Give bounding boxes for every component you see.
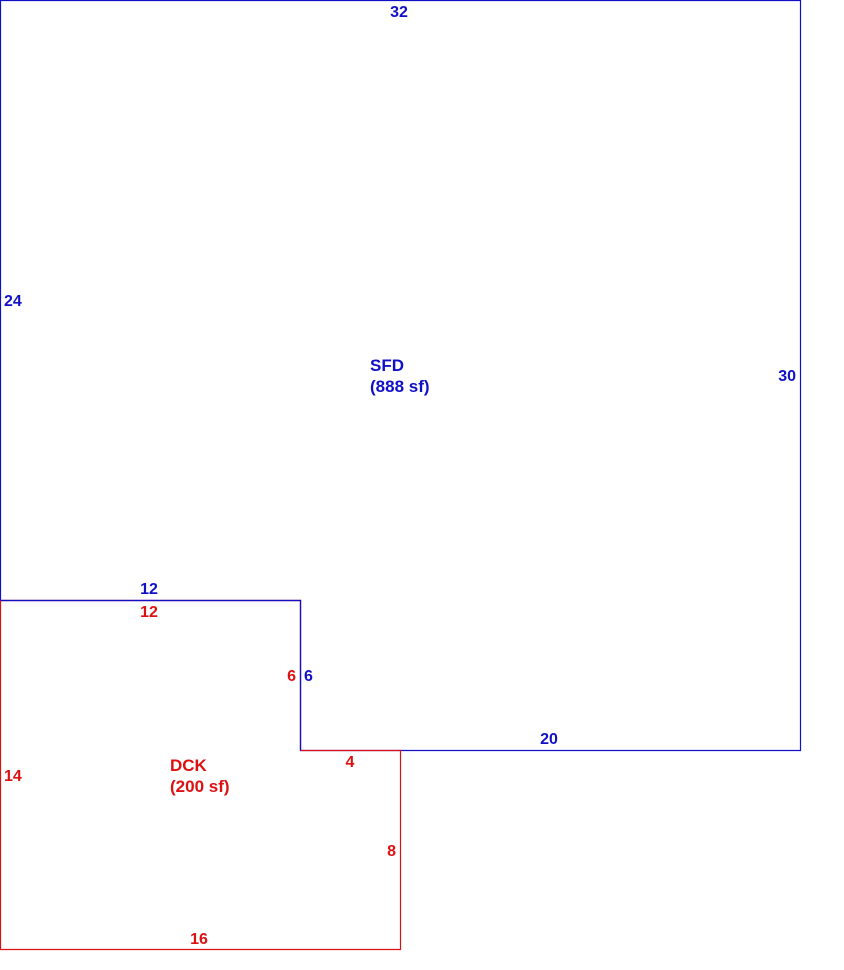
sfd-outline — [0, 0, 802, 752]
dck-outline — [0, 599, 402, 951]
dck-area-label: (200 sf) — [170, 777, 230, 796]
sfd-area-label: (888 sf) — [370, 377, 430, 396]
dck-dim-left: 14 — [4, 768, 22, 785]
dck-dim-inner-horizontal: 4 — [346, 754, 355, 771]
sfd-name-label: SFD — [370, 356, 404, 375]
sfd-dim-bottom: 20 — [540, 731, 558, 748]
dck-dim-top: 12 — [140, 604, 158, 621]
sfd-dim-inner-vertical: 6 — [304, 668, 313, 685]
dck-dim-inner-vertical: 6 — [287, 668, 296, 685]
sfd-shared-edges — [0, 599, 302, 751]
sfd-dim-inner-horizontal: 12 — [140, 581, 158, 598]
sfd-dim-left: 24 — [4, 293, 22, 310]
dck-dim-bottom: 16 — [190, 931, 208, 948]
dck-dim-right: 8 — [387, 843, 396, 860]
dck-name-label: DCK — [170, 756, 208, 775]
sfd-dim-right: 30 — [778, 368, 796, 385]
sfd-dim-top: 32 — [390, 4, 408, 21]
